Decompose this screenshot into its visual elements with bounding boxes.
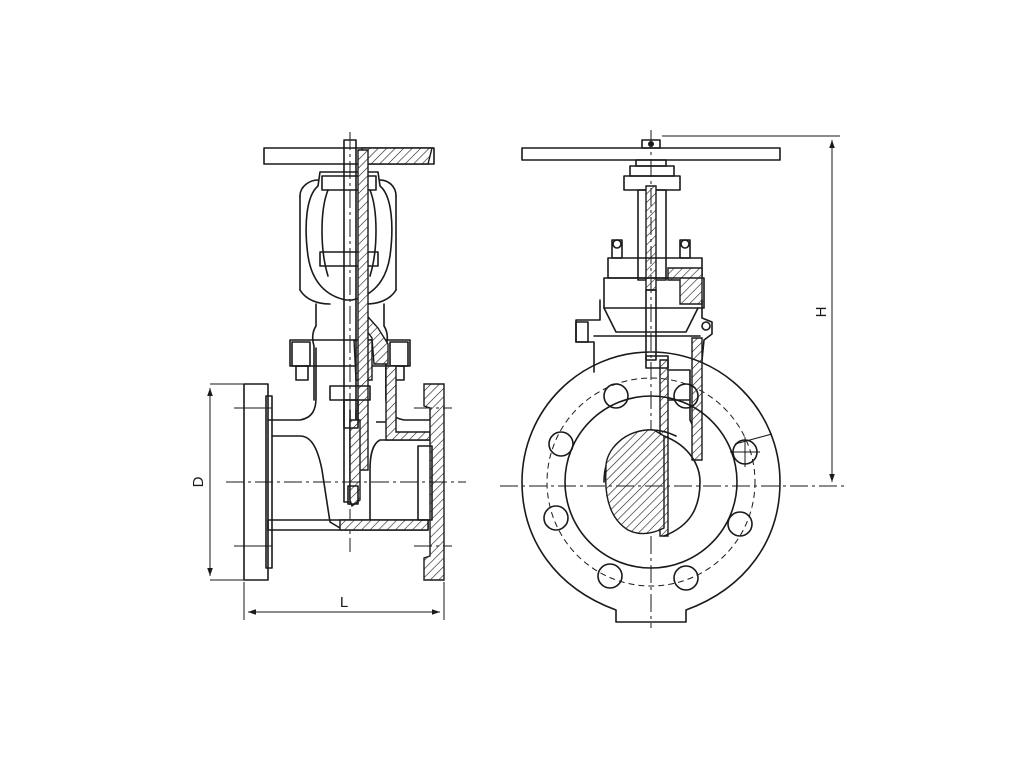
handwheel-front	[263, 147, 435, 165]
stem-front	[343, 132, 369, 552]
side-view: H	[500, 130, 848, 628]
dimension-label-h: H	[813, 307, 830, 318]
body-front	[267, 347, 435, 531]
dimension-l: L	[243, 582, 445, 620]
bolt-holes	[543, 383, 773, 591]
dimension-label-l: L	[340, 594, 348, 611]
dimension-label-d: D	[190, 476, 207, 487]
bonnet-side	[575, 299, 713, 381]
dimension-h: H	[662, 135, 840, 482]
dimension-d: D	[190, 383, 244, 581]
flange-side	[521, 351, 781, 623]
yoke-side	[603, 130, 705, 628]
yoke-front	[299, 171, 397, 305]
front-view: D L	[190, 132, 466, 620]
